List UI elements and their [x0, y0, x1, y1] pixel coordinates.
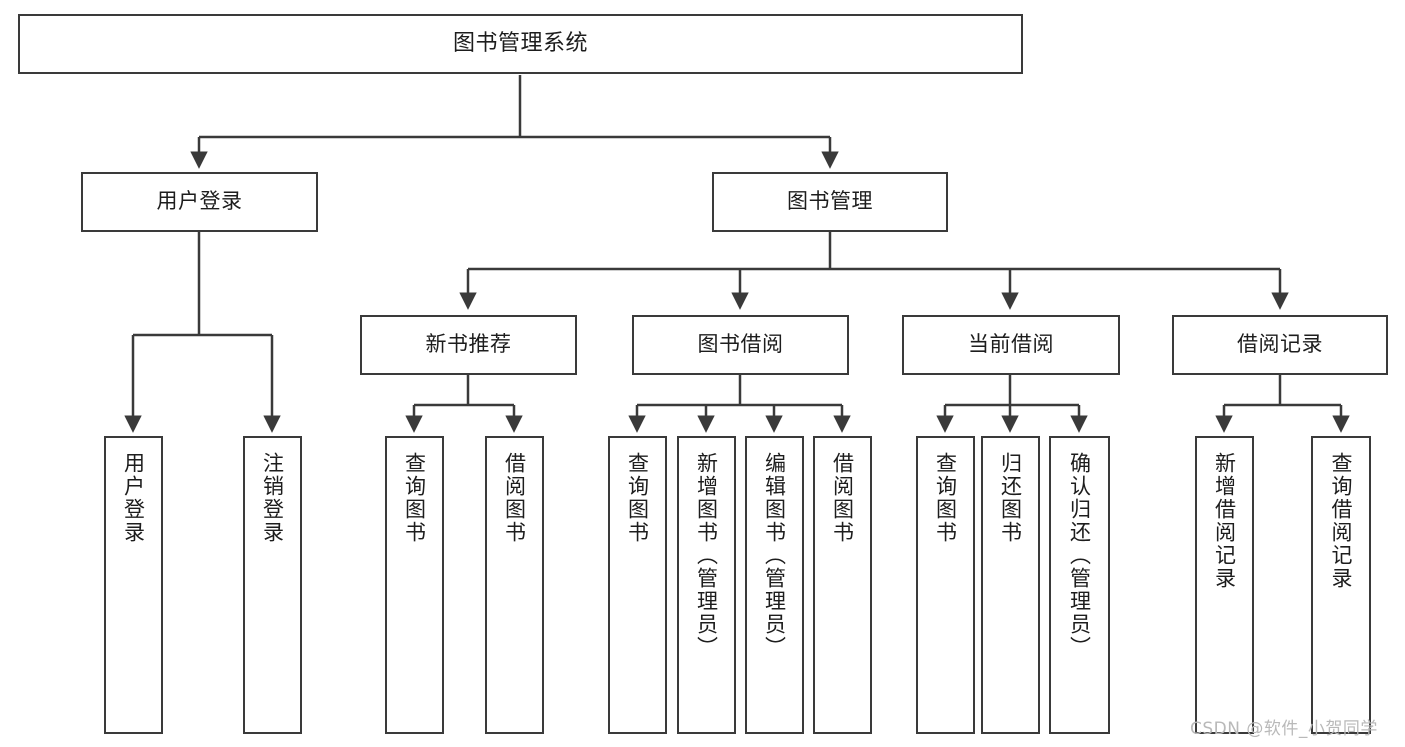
node-label: 新增图书（管理员）: [694, 452, 719, 659]
node-label: 图书管理: [787, 189, 873, 214]
node-label: 归还图书: [998, 452, 1023, 544]
node-label: 确认归还（管理员）: [1067, 452, 1092, 659]
node-leaf-add-record[interactable]: 新增借阅记录: [1195, 436, 1254, 734]
watermark-text: CSDN @软件_小贺同学: [1190, 719, 1378, 739]
node-label: 借阅图书: [830, 452, 855, 544]
node-label: 借阅图书: [502, 452, 527, 544]
node-label: 用户登录: [156, 189, 243, 214]
node-label: 新增借阅记录: [1212, 452, 1237, 590]
node-label: 图书管理系统: [452, 30, 588, 56]
node-label: 查询图书: [933, 452, 958, 544]
node-leaf-query-book-2[interactable]: 查询图书: [608, 436, 667, 734]
node-leaf-borrow-book-2[interactable]: 借阅图书: [813, 436, 872, 734]
node-leaf-logout-login[interactable]: 注销登录: [243, 436, 302, 734]
node-new-book-recommend[interactable]: 新书推荐: [360, 315, 577, 375]
node-leaf-borrow-book-1[interactable]: 借阅图书: [485, 436, 544, 734]
node-label: 新书推荐: [425, 332, 512, 357]
node-root-system[interactable]: 图书管理系统: [18, 14, 1023, 74]
node-leaf-query-book-1[interactable]: 查询图书: [385, 436, 444, 734]
node-leaf-query-book-3[interactable]: 查询图书: [916, 436, 975, 734]
node-user-login[interactable]: 用户登录: [81, 172, 318, 232]
node-label: 查询图书: [625, 452, 650, 544]
node-label: 当前借阅: [968, 332, 1054, 357]
node-label: 借阅记录: [1237, 332, 1323, 357]
node-current-borrow[interactable]: 当前借阅: [902, 315, 1120, 375]
node-leaf-add-book[interactable]: 新增图书（管理员）: [677, 436, 736, 734]
node-leaf-user-login[interactable]: 用户登录: [104, 436, 163, 734]
node-borrow-record[interactable]: 借阅记录: [1172, 315, 1388, 375]
node-label: 注销登录: [260, 452, 285, 544]
node-label: 图书借阅: [697, 332, 784, 357]
node-leaf-confirm-return[interactable]: 确认归还（管理员）: [1049, 436, 1110, 734]
node-label: 编辑图书（管理员）: [762, 452, 787, 659]
node-book-manage[interactable]: 图书管理: [712, 172, 948, 232]
node-label: 查询借阅记录: [1329, 452, 1354, 590]
node-leaf-query-record[interactable]: 查询借阅记录: [1311, 436, 1371, 734]
node-label: 用户登录: [121, 452, 146, 544]
node-book-borrow[interactable]: 图书借阅: [632, 315, 849, 375]
node-leaf-edit-book[interactable]: 编辑图书（管理员）: [745, 436, 804, 734]
node-leaf-return-book[interactable]: 归还图书: [981, 436, 1040, 734]
node-label: 查询图书: [402, 452, 427, 544]
